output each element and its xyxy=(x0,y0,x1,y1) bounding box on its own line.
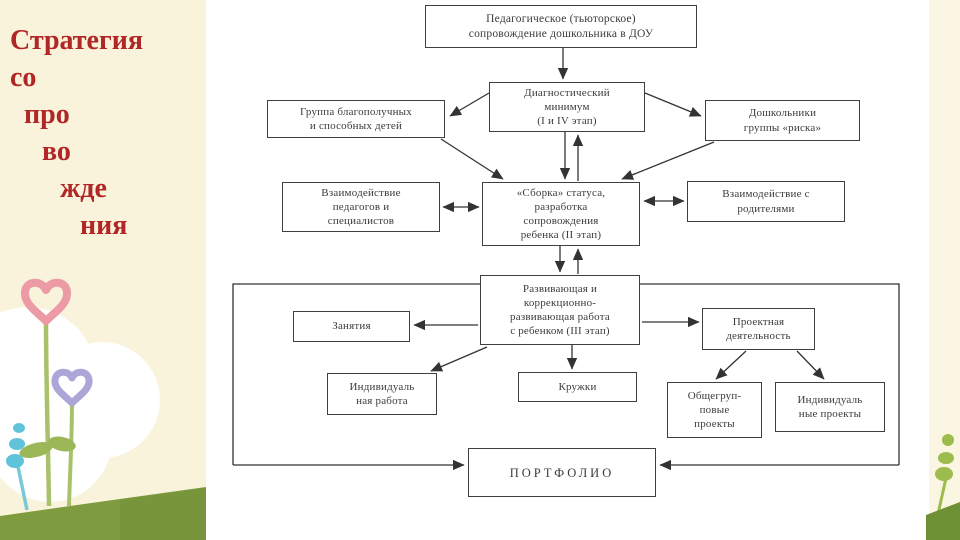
node-pedagogical-support: Педагогическое (тьюторское) сопровождени… xyxy=(425,5,697,48)
node-project-activity: Проектная деятельность xyxy=(702,308,815,350)
node-status-assembly: «Сборка» статуса, разработка сопровожден… xyxy=(482,182,640,246)
node-risk-group: Дошкольники группы «риска» xyxy=(705,100,860,141)
blue-flower-icon xyxy=(6,423,29,511)
node-teachers-specialists-interaction: Взаимодействие педагогов и специалистов xyxy=(282,182,440,232)
title-line: во xyxy=(42,136,71,167)
node-successful-children-group: Группа благополучных и способных детей xyxy=(267,100,445,138)
node-diagnostic-minimum: Диагностический минимум (I и IV этап) xyxy=(489,82,645,132)
slide-title: Стратегия со про во жде ния xyxy=(10,22,143,244)
title-line: со xyxy=(10,62,37,93)
title-line: ния xyxy=(80,210,128,241)
node-portfolio: ПОРТФОЛИО xyxy=(468,448,656,497)
right-flower-decoration xyxy=(926,434,960,540)
leaves-icon xyxy=(19,436,76,458)
title-line: про xyxy=(24,99,70,130)
flowers-decoration xyxy=(0,278,206,540)
green-flower-icon xyxy=(935,434,954,515)
title-line: Стратегия xyxy=(10,25,143,56)
title-line: жде xyxy=(60,173,107,204)
grass-corner-icon xyxy=(926,502,960,540)
node-lessons: Занятия xyxy=(293,311,410,342)
purple-heart-flower-icon xyxy=(51,368,93,507)
left-decoration-panel xyxy=(0,0,206,540)
pink-heart-flower-icon xyxy=(21,278,71,507)
node-developmental-work: Развивающая и коррекционно- развивающая … xyxy=(480,275,640,345)
node-individual-projects: Индивидуаль ные проекты xyxy=(775,382,885,432)
node-parents-interaction: Взаимодействие с родителями xyxy=(687,181,845,222)
right-decoration-panel xyxy=(929,0,960,540)
node-group-projects: Общегруп- повые проекты xyxy=(667,382,762,438)
node-clubs: Кружки xyxy=(518,372,637,402)
grass-icon xyxy=(0,487,206,540)
node-individual-work: Индивидуаль ная работа xyxy=(327,373,437,415)
